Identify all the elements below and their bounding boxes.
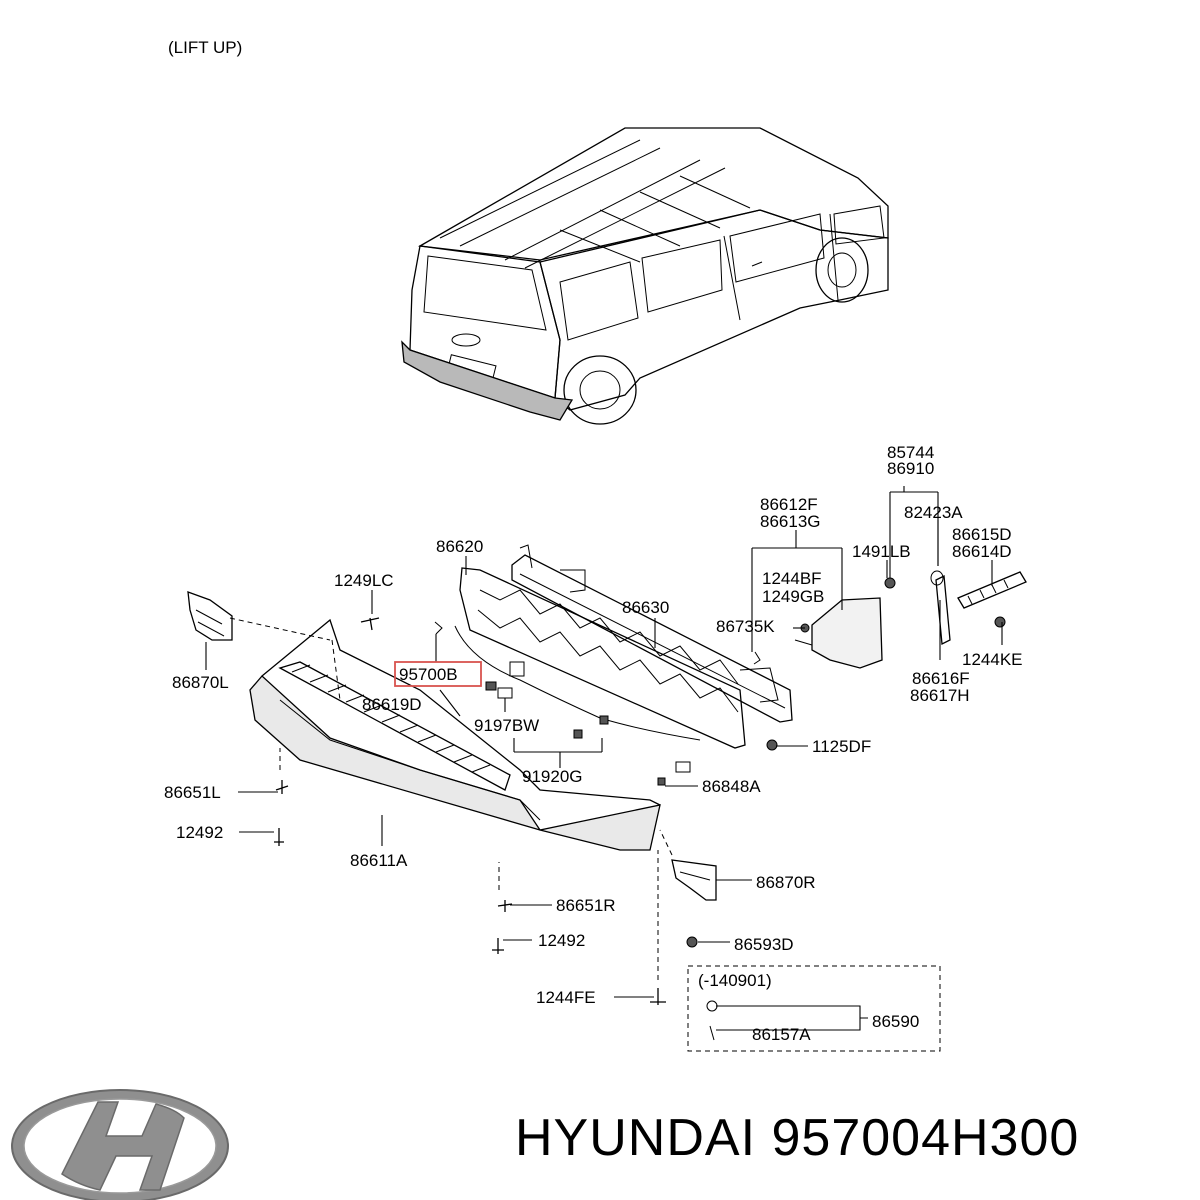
leader-lines: [205, 486, 1003, 1031]
part-label[interactable]: 86651L: [164, 783, 221, 802]
part-label[interactable]: 12492: [176, 823, 223, 842]
part-label[interactable]: 86870R: [756, 873, 816, 892]
part-label[interactable]: 1491LB: [852, 542, 911, 561]
part-label[interactable]: 86848A: [702, 777, 761, 796]
part-label[interactable]: 9197BW: [474, 716, 539, 735]
part-label[interactable]: 86612F: [760, 495, 818, 514]
part-label[interactable]: 86620: [436, 537, 483, 556]
highlight-box: [394, 661, 482, 687]
note-box: [687, 965, 941, 1052]
part-label[interactable]: 1244FE: [536, 988, 596, 1007]
bumper-beam: [511, 544, 793, 723]
brand-title: HYUNDAI 957004H300: [515, 1108, 1079, 1168]
part-label[interactable]: 86611A: [350, 851, 408, 870]
part-label[interactable]: 1249GB: [762, 587, 824, 606]
part-label[interactable]: 1244KE: [962, 650, 1023, 669]
part-label[interactable]: 86614D: [952, 542, 1012, 561]
part-label[interactable]: 82423A: [904, 503, 963, 522]
right-side-parts: [274, 570, 1027, 1041]
part-label[interactable]: 86619D: [362, 695, 422, 714]
part-label[interactable]: 86630: [622, 598, 669, 617]
part-label[interactable]: 1249LC: [334, 571, 394, 590]
part-number: 957004H300: [771, 1109, 1080, 1167]
part-label[interactable]: 86593D: [734, 935, 794, 954]
part-label[interactable]: 86157A: [752, 1025, 811, 1044]
vehicle-illustration: [401, 127, 889, 425]
part-label[interactable]: 85744: [887, 443, 934, 462]
part-label[interactable]: 86616F: [912, 669, 970, 688]
view-note: (LIFT UP): [168, 38, 242, 57]
part-label[interactable]: 86870L: [172, 673, 229, 692]
part-label[interactable]: 1125DF: [812, 737, 871, 756]
part-label[interactable]: 95700B: [399, 665, 458, 684]
bumper-cover: [187, 591, 661, 851]
part-label[interactable]: 86910: [887, 459, 934, 478]
part-label[interactable]: 86651R: [556, 896, 616, 915]
part-label[interactable]: 12492: [538, 931, 585, 950]
part-label[interactable]: 1244BF: [762, 569, 822, 588]
part-label[interactable]: 91920G: [522, 767, 583, 786]
part-label[interactable]: 86615D: [952, 525, 1012, 544]
part-label[interactable]: 86735K: [716, 617, 775, 636]
brand-name: HYUNDAI: [515, 1109, 757, 1167]
part-label[interactable]: 86613G: [760, 512, 821, 531]
hyundai-logo-icon: [11, 1089, 229, 1200]
part-label[interactable]: 86590: [872, 1012, 919, 1031]
note-box-label: (-140901): [698, 971, 772, 990]
energy-absorber: [459, 567, 746, 749]
part-label[interactable]: 86617H: [910, 686, 970, 705]
